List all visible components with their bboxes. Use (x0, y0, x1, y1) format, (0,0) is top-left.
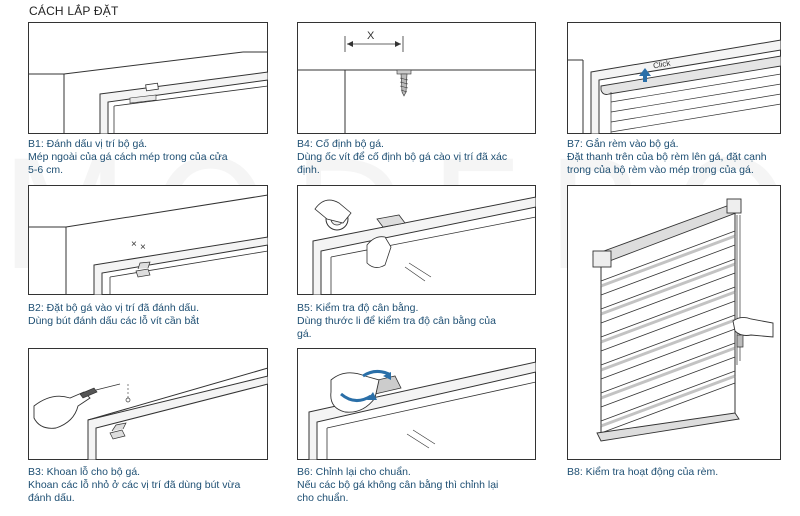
step-3-desc-line-2: đánh dấu. (28, 492, 75, 504)
step-6-desc-line-1: Nếu các bộ gá không cân bằng thì chỉnh l… (297, 479, 499, 491)
step-8-illustration (567, 185, 781, 460)
step-7-illustration: Click (567, 22, 781, 134)
step-2-illustration: × × (28, 185, 268, 295)
step-3-caption: B3: Khoan lỗ cho bộ gá. Khoan các lỗ nhỏ… (28, 466, 278, 505)
step-7-title: B7: Gắn rèm vào bộ gá. (567, 138, 679, 150)
step-1-illustration (28, 22, 268, 134)
step-4-title: B4: Cố định bộ gá. (297, 138, 384, 150)
mark-cross-2: × (140, 242, 146, 253)
step-5-caption: B5: Kiểm tra độ cân bằng. Dùng thước li … (297, 302, 542, 341)
step-1-desc-line-1: Mép ngoài của gá cách mép trong của cửa (28, 151, 228, 163)
step-8-caption: B8: Kiểm tra hoạt động của rèm. (567, 466, 797, 479)
step-4-illustration: X (297, 22, 536, 134)
step-7-caption: B7: Gắn rèm vào bộ gá. Đặt thanh trên củ… (567, 138, 797, 177)
step-6-title: B6: Chỉnh lại cho chuẩn. (297, 466, 411, 478)
step-5-title: B5: Kiểm tra độ cân bằng. (297, 302, 419, 314)
step-4-desc-line-1: Dùng ốc vít để cố định bộ gá cào vị trí … (297, 151, 508, 163)
step-5-illustration (297, 185, 536, 295)
step-6-desc-line-2: cho chuẩn. (297, 492, 349, 504)
step-3-illustration (28, 348, 268, 460)
step-4-desc-line-2: định. (297, 164, 320, 176)
step-5-desc-line-1: Dùng thước li để kiểm tra độ cân bằng củ… (297, 315, 496, 327)
step-7-desc-line-2: trong của bộ rèm vào mép trong của gá. (567, 164, 754, 176)
step-3-title: B3: Khoan lỗ cho bộ gá. (28, 466, 141, 478)
distance-x-label: X (367, 30, 375, 42)
step-3-desc-line-1: Khoan các lỗ nhỏ ở các vị trí đã dùng bú… (28, 479, 241, 491)
page-title: CÁCH LẮP ĐẶT (29, 4, 119, 18)
step-6-illustration (297, 348, 536, 460)
step-1-desc-line-2: 5-6 cm. (28, 164, 64, 176)
step-1-caption: B1: Đánh dấu vị trí bộ gá. Mép ngoài của… (28, 138, 273, 177)
mark-cross-1: × (131, 239, 137, 250)
step-6-caption: B6: Chỉnh lại cho chuẩn. Nếu các bộ gá k… (297, 466, 542, 505)
step-8-title: B8: Kiểm tra hoạt động của rèm. (567, 466, 719, 478)
step-2-caption: B2: Đặt bộ gá vào vị trí đã đánh dấu. Dù… (28, 302, 273, 328)
step-7-desc-line-1: Đặt thanh trên của bộ rèm lên gá, đặt cạ… (567, 151, 767, 163)
step-1-title: B1: Đánh dấu vị trí bộ gá. (28, 138, 148, 150)
step-2-desc-line-1: Dùng bút đánh dấu các lỗ vít cần bắt (28, 315, 200, 327)
step-4-caption: B4: Cố định bộ gá. Dùng ốc vít để cố địn… (297, 138, 542, 177)
step-2-title: B2: Đặt bộ gá vào vị trí đã đánh dấu. (28, 302, 200, 314)
step-5-desc-line-2: gá. (297, 328, 312, 340)
